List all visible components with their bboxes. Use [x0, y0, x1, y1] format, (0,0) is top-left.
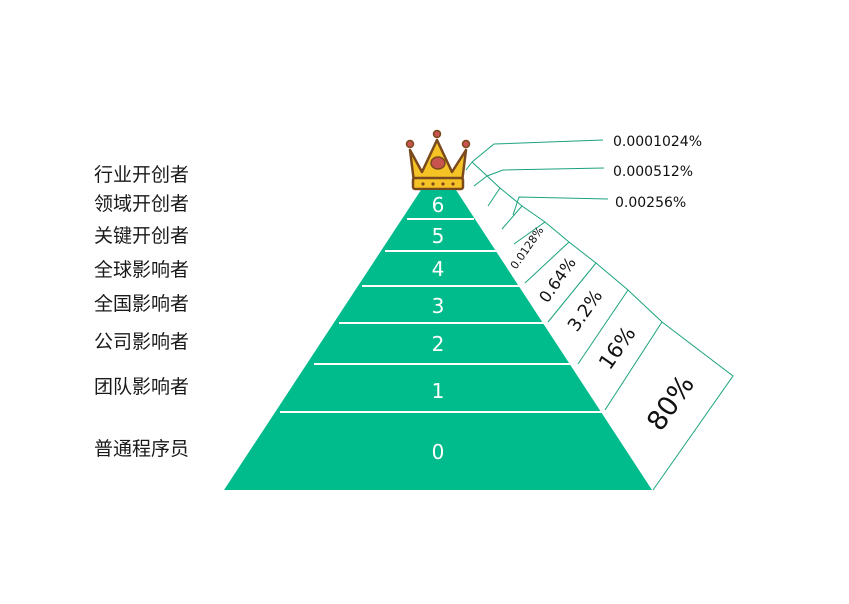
level-number-0: 0 — [432, 440, 445, 464]
level-label-5: 领域开创者 — [94, 193, 189, 215]
level-number-5: 5 — [432, 224, 445, 248]
percentage-level-3: 0.0128% — [508, 224, 547, 272]
level-number-1: 1 — [432, 379, 445, 403]
percentage-level-5: 0.000512% — [613, 164, 693, 180]
level-dividers — [280, 218, 604, 413]
percentage-bracket — [465, 139, 734, 491]
percentage-level-4: 0.00256% — [615, 195, 686, 211]
level-label-1: 公司影响者 — [94, 331, 189, 353]
level-label-0: 团队影响者 — [94, 376, 189, 398]
percentage-base: 80% — [641, 370, 701, 437]
level-number-4: 4 — [432, 257, 445, 281]
level-number-6: 6 — [432, 193, 445, 217]
percentage-level-1: 3.2% — [564, 286, 607, 336]
percentage-level-2: 0.64% — [535, 254, 580, 307]
percentage-level-6: 0.0001024% — [613, 134, 702, 150]
level-label-6: 行业开创者 — [94, 164, 189, 186]
level-number-3: 3 — [432, 294, 445, 318]
pyramid-shape — [224, 190, 652, 490]
crown-icon — [405, 129, 471, 191]
level-label-base: 普通程序员 — [94, 438, 189, 460]
level-label-2: 全国影响者 — [94, 293, 189, 315]
level-number-2: 2 — [432, 332, 445, 356]
level-label-3: 全球影响者 — [94, 259, 189, 281]
level-label-4: 关键开创者 — [94, 225, 189, 247]
